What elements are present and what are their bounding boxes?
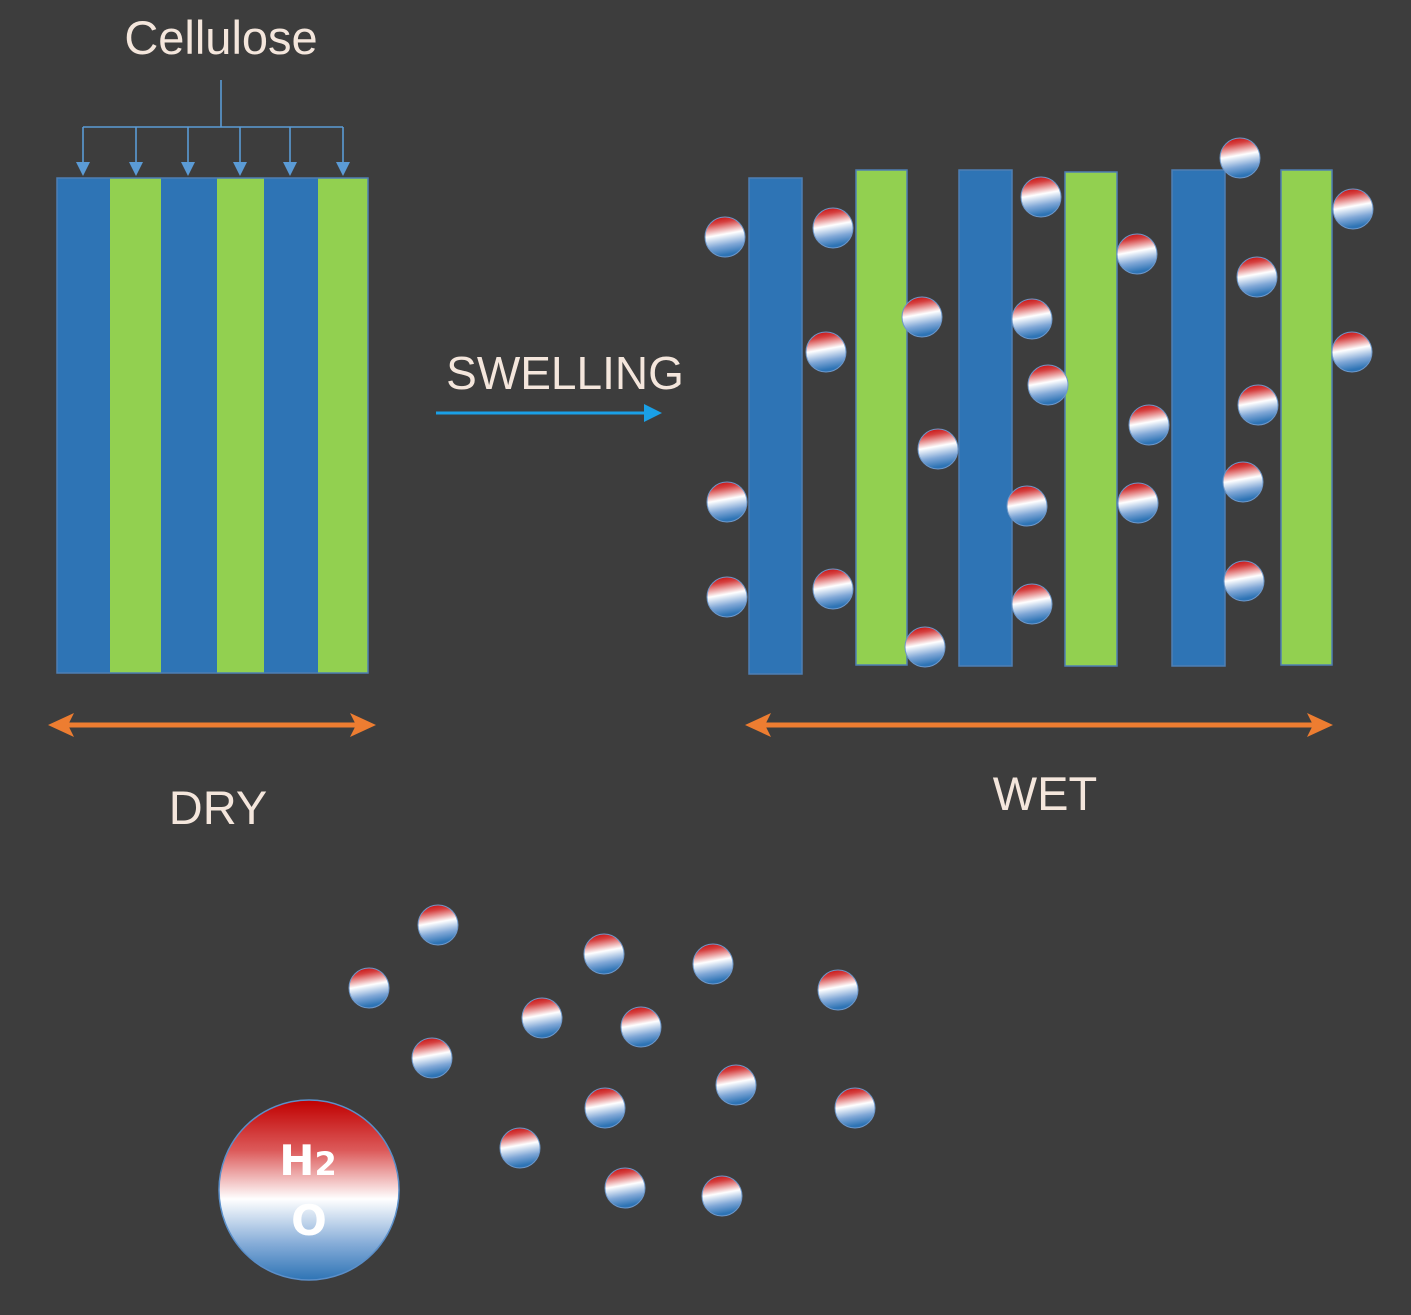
water-molecule [1219, 137, 1261, 179]
water-molecule [1117, 482, 1159, 524]
water-molecule [499, 1127, 541, 1169]
water-molecule [706, 481, 748, 523]
h2o-formula-line1: H2 [279, 1140, 336, 1182]
water-molecule [521, 997, 563, 1039]
water-molecule [834, 1087, 876, 1129]
water-molecule [1222, 461, 1264, 503]
h2o-formula-line2: O [291, 1200, 327, 1242]
dry-width-arrow [48, 713, 376, 737]
dry-fiber-green [110, 178, 161, 673]
water-molecule [715, 1064, 757, 1106]
h2o-o: O [291, 1196, 327, 1245]
swelling-label: SWELLING [446, 347, 684, 399]
water-molecule [417, 904, 459, 946]
water-molecule [1237, 384, 1279, 426]
water-molecule [584, 1087, 626, 1129]
water-molecule [901, 296, 943, 338]
water-molecule [1128, 404, 1170, 446]
water-molecule [1236, 256, 1278, 298]
dry-fiber-blue [264, 178, 318, 673]
water-molecule [701, 1175, 743, 1217]
cellulose-label: Cellulose [124, 11, 318, 64]
water-molecules [348, 137, 1374, 1217]
water-molecule [706, 576, 748, 618]
pointer-arrowhead [233, 162, 247, 176]
cellulose-pointer-lines [76, 80, 350, 176]
water-molecule [620, 1006, 662, 1048]
wet-fiber-blue [958, 169, 1013, 667]
water-molecule [1332, 188, 1374, 230]
water-molecule [812, 568, 854, 610]
wet-width-arrow [745, 713, 1333, 737]
water-molecule [348, 967, 390, 1009]
water-molecule [1020, 176, 1062, 218]
dry-label: DRY [168, 781, 268, 834]
water-molecule [1331, 331, 1373, 373]
water-molecule [704, 216, 746, 258]
pointer-arrowhead [129, 162, 143, 176]
wet-fiber-blue [748, 177, 803, 675]
swelling-arrow [436, 404, 662, 422]
dry-bundle-outline [56, 177, 369, 674]
wet-fiber-bundle [748, 169, 1333, 675]
water-molecule [1011, 583, 1053, 625]
pointer-arrowhead [181, 162, 195, 176]
water-molecule [692, 943, 734, 985]
water-molecule [1116, 233, 1158, 275]
dry-fiber-bundle [56, 177, 369, 674]
water-molecule [805, 331, 847, 373]
wet-fiber-green [1064, 171, 1118, 667]
h2o-legend-molecule [218, 1099, 400, 1281]
wet-label: WET [992, 767, 1098, 820]
dry-fiber-green [217, 178, 264, 673]
water-molecule [411, 1037, 453, 1079]
water-molecule [1011, 298, 1053, 340]
water-molecule [904, 626, 946, 668]
water-molecule [817, 969, 859, 1011]
h2o-h: H [279, 1136, 315, 1185]
arrows [48, 404, 1333, 737]
water-molecule [1223, 560, 1265, 602]
pointer-arrowhead [283, 162, 297, 176]
water-molecule [604, 1167, 646, 1209]
water-molecule [917, 428, 959, 470]
h2o-subscript: 2 [314, 1145, 337, 1183]
water-molecule [1006, 485, 1048, 527]
dry-fiber-blue [161, 178, 217, 673]
dry-fiber-green [318, 178, 368, 673]
wet-fiber-green [1280, 169, 1333, 666]
water-molecule [583, 933, 625, 975]
dry-fiber-blue [57, 178, 110, 673]
water-molecule [812, 207, 854, 249]
water-molecule [1027, 364, 1069, 406]
pointer-arrowhead [336, 162, 350, 176]
pointer-arrowhead [76, 162, 90, 176]
wet-fiber-blue [1171, 169, 1226, 667]
wet-fiber-green [855, 169, 908, 666]
